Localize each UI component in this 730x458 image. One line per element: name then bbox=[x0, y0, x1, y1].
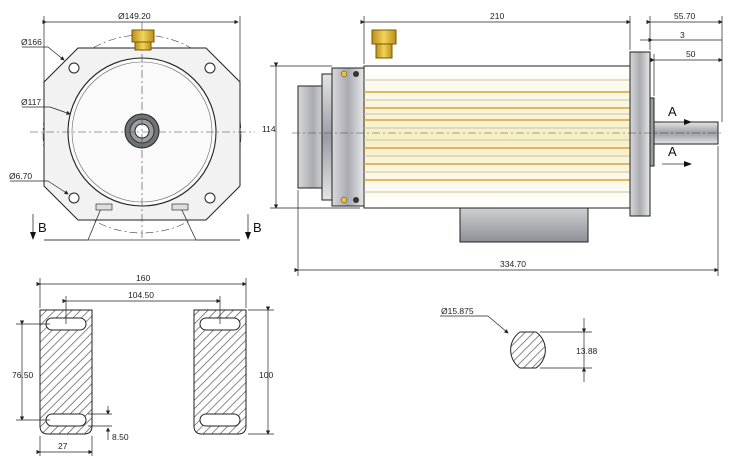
bolt-hole-bl bbox=[68, 192, 80, 204]
cooling-fins bbox=[364, 79, 630, 193]
side-view: 210 55.70 3 50 114 334.70 A bbox=[262, 11, 724, 276]
section-b-left: B bbox=[38, 220, 47, 235]
front-flange bbox=[629, 51, 651, 217]
section-a-top: A bbox=[668, 104, 677, 119]
dim-flat1388: 13.88 bbox=[576, 346, 598, 356]
dim-len210: 210 bbox=[490, 11, 504, 21]
dim-total33470: 334.70 bbox=[500, 259, 526, 269]
dim-slot10450: 104.50 bbox=[128, 290, 154, 300]
front-view: Ø149.20 Ø166 Ø117 Ø6.70 B B bbox=[9, 11, 262, 241]
bolt-hole-br bbox=[204, 192, 216, 204]
bracket-left bbox=[39, 309, 93, 435]
bracket-right bbox=[193, 309, 247, 435]
dim-len5570: 55.70 bbox=[674, 11, 696, 21]
slot-right-bottom bbox=[199, 413, 241, 427]
dim-d117: Ø117 bbox=[21, 97, 41, 107]
shaft-section-view: Ø15.875 13.88 bbox=[440, 306, 598, 382]
dim-d15875: Ø15.875 bbox=[441, 306, 474, 316]
bolt-hole-tr bbox=[204, 62, 216, 74]
dim-height7650: 76.50 bbox=[12, 370, 34, 380]
dim-d149: Ø149.20 bbox=[118, 11, 151, 21]
section-a-marker-bottom bbox=[662, 161, 692, 167]
shaft-section bbox=[510, 331, 546, 369]
grease-nipple bbox=[131, 29, 155, 51]
dim-len50: 50 bbox=[686, 49, 696, 59]
motor-housing bbox=[363, 65, 631, 209]
side-grease-nipple bbox=[371, 29, 397, 59]
dim-d670: Ø6.70 bbox=[9, 171, 32, 181]
mounting-foot bbox=[459, 207, 589, 243]
bracket-view: 160 104.50 76.50 100 27 8.50 bbox=[12, 273, 274, 456]
dim-width27: 27 bbox=[58, 441, 68, 451]
front-feet bbox=[44, 203, 240, 241]
slot-left-bottom bbox=[45, 413, 87, 427]
section-a-marker-top bbox=[662, 119, 692, 125]
section-a-bottom: A bbox=[668, 144, 677, 159]
dim-d166: Ø166 bbox=[21, 37, 42, 47]
dim-height100: 100 bbox=[259, 370, 273, 380]
dim-width160: 160 bbox=[136, 273, 150, 283]
section-b-right: B bbox=[253, 220, 262, 235]
dim-height114: 114 bbox=[262, 124, 276, 134]
dim-len3: 3 bbox=[680, 30, 685, 40]
dim-offset850: 8.50 bbox=[112, 432, 129, 442]
bolt-hole-tl bbox=[68, 62, 80, 74]
